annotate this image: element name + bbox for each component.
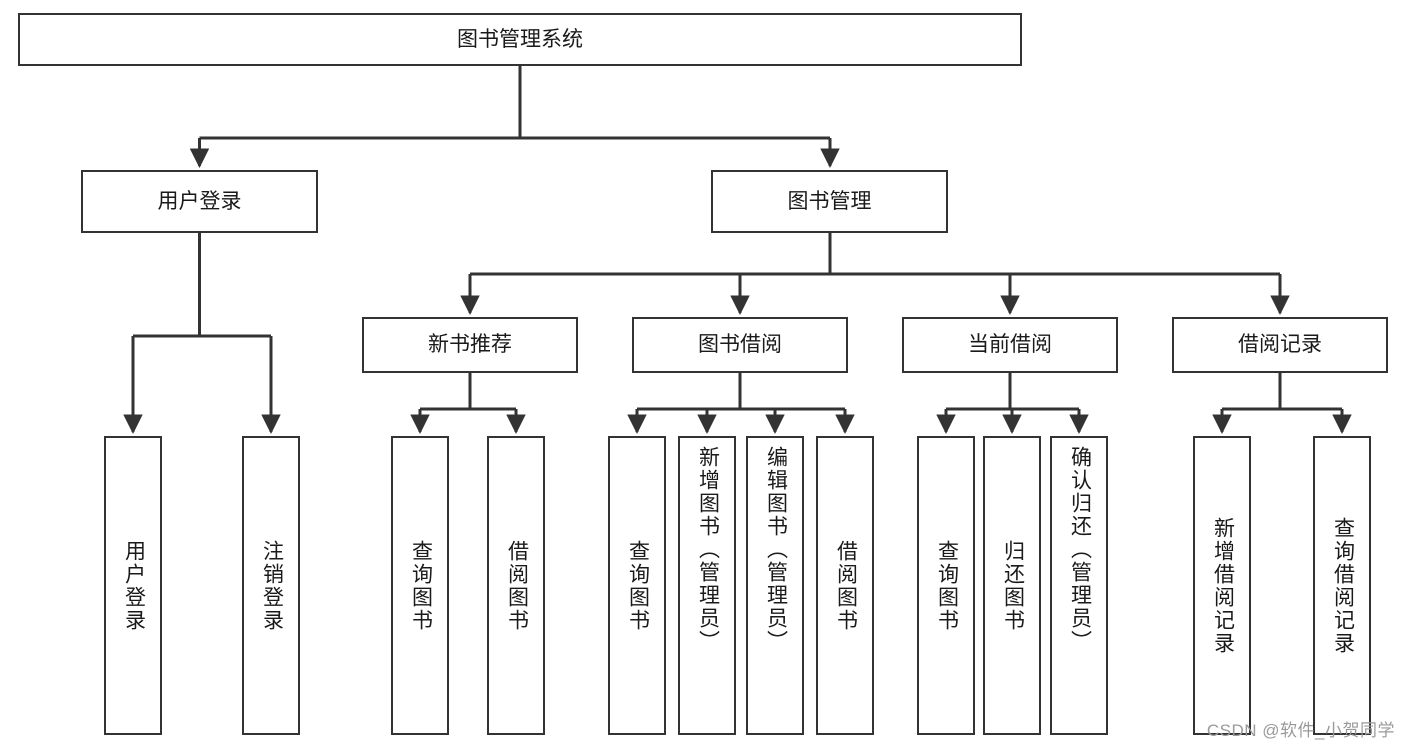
node-label: 图书借阅: [698, 333, 782, 357]
node-leaf-query-book-1[interactable]: 查询图书: [391, 436, 449, 735]
node-label: 查询图书: [935, 539, 959, 632]
node-label: 编辑图书（管理员）: [764, 446, 788, 653]
node-label: 新增图书（管理员）: [696, 446, 720, 653]
node-label: 新增借阅记录: [1211, 516, 1235, 655]
node-leaf-confirm-return-admin[interactable]: 确认归还（管理员）: [1050, 436, 1108, 735]
node-label: 借阅记录: [1238, 333, 1322, 357]
node-label: 确认归还（管理员）: [1068, 446, 1092, 653]
node-leaf-borrow-book-1[interactable]: 借阅图书: [487, 436, 545, 735]
node-new-book-recommend[interactable]: 新书推荐: [362, 317, 578, 373]
node-leaf-logout[interactable]: 注销登录: [242, 436, 300, 735]
node-leaf-add-borrow-record[interactable]: 新增借阅记录: [1193, 436, 1251, 735]
node-current-borrow[interactable]: 当前借阅: [902, 317, 1118, 373]
node-leaf-edit-book-admin[interactable]: 编辑图书（管理员）: [746, 436, 804, 735]
node-leaf-query-book-3[interactable]: 查询图书: [917, 436, 975, 735]
node-borrow-record[interactable]: 借阅记录: [1172, 317, 1388, 373]
node-label: 查询借阅记录: [1331, 516, 1355, 655]
node-leaf-borrow-book-2[interactable]: 借阅图书: [816, 436, 874, 735]
node-label: 图书管理: [787, 189, 872, 213]
node-label: 查询图书: [409, 539, 433, 632]
node-leaf-add-book-admin[interactable]: 新增图书（管理员）: [678, 436, 736, 735]
node-label: 用户登录: [122, 539, 146, 632]
node-label: 借阅图书: [834, 539, 858, 632]
node-leaf-query-borrow-record[interactable]: 查询借阅记录: [1313, 436, 1371, 735]
node-root-system[interactable]: 图书管理系统: [18, 13, 1022, 66]
node-label: 查询图书: [626, 539, 650, 632]
node-label: 注销登录: [260, 539, 284, 632]
node-leaf-query-book-2[interactable]: 查询图书: [608, 436, 666, 735]
node-user-login[interactable]: 用户登录: [81, 170, 318, 233]
node-label: 用户登录: [157, 189, 242, 213]
node-label: 当前借阅: [968, 333, 1052, 357]
node-label: 新书推荐: [428, 333, 512, 357]
node-label: 图书管理系统: [457, 27, 583, 51]
node-book-borrow[interactable]: 图书借阅: [632, 317, 848, 373]
node-leaf-return-book[interactable]: 归还图书: [983, 436, 1041, 735]
node-book-manage[interactable]: 图书管理: [711, 170, 948, 233]
node-label: 归还图书: [1001, 539, 1025, 632]
node-leaf-user-login[interactable]: 用户登录: [104, 436, 162, 735]
node-label: 借阅图书: [505, 539, 529, 632]
